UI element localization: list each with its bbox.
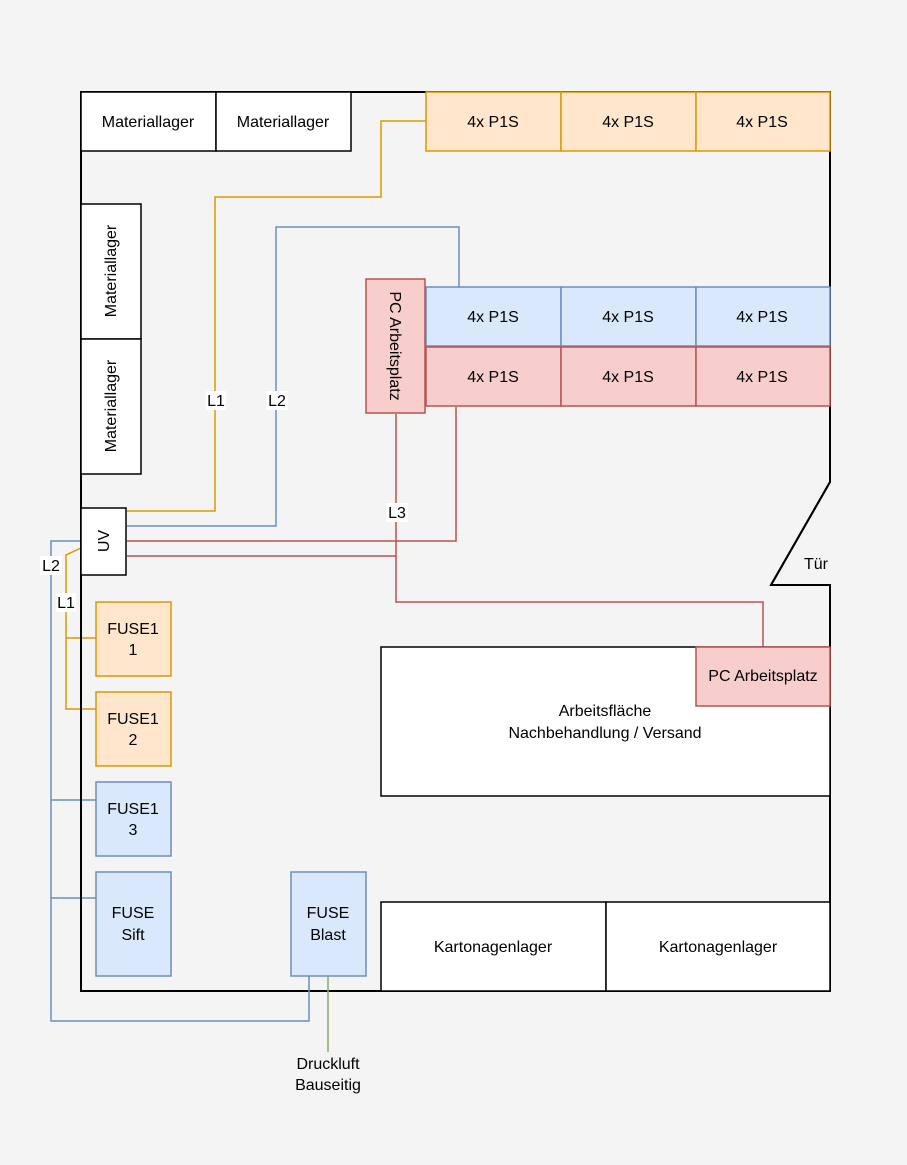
svg-text:2: 2: [129, 732, 138, 749]
fuse-blast: FUSE Blast: [290, 871, 367, 977]
svg-text:L1: L1: [207, 393, 225, 410]
svg-text:FUSE1: FUSE1: [107, 801, 159, 818]
svg-text:Materiallager: Materiallager: [103, 359, 120, 452]
printer-group: 4x P1S: [560, 286, 697, 347]
wire-l3-printers: [127, 407, 457, 542]
carton-storage-2: Kartonagenlager: [605, 901, 831, 992]
svg-text:4x P1S: 4x P1S: [467, 309, 519, 326]
svg-text:FUSE: FUSE: [112, 905, 155, 922]
printer-group: 4x P1S: [695, 286, 831, 347]
wire-label-l2: L2: [266, 391, 288, 410]
printer-row-blue: 4x P1S 4x P1S 4x P1S: [425, 286, 831, 347]
carton-storage-1: Kartonagenlager: [380, 901, 607, 992]
distribution-board: UV: [80, 507, 127, 576]
svg-text:4x P1S: 4x P1S: [602, 369, 654, 386]
svg-text:Sift: Sift: [121, 927, 145, 944]
wire-label-l3: L3: [386, 503, 408, 522]
svg-text:4x P1S: 4x P1S: [736, 114, 788, 131]
svg-text:Arbeitsfläche: Arbeitsfläche: [559, 703, 652, 720]
svg-text:PC Arbeitsplatz: PC Arbeitsplatz: [386, 291, 403, 400]
svg-text:4x P1S: 4x P1S: [736, 309, 788, 326]
svg-text:Nachbehandlung / Versand: Nachbehandlung / Versand: [508, 725, 701, 742]
compressed-air-label-1: Druckluft: [296, 1056, 360, 1073]
svg-text:4x P1S: 4x P1S: [602, 309, 654, 326]
pc-workstation-horizontal: PC Arbeitsplatz: [695, 646, 831, 707]
storage-top-1: Materiallager: [80, 91, 217, 152]
wire-label-l1-side: L1: [56, 593, 76, 612]
svg-text:4x P1S: 4x P1S: [467, 369, 519, 386]
door-opening: [829, 483, 833, 584]
door-swing: [770, 481, 831, 586]
fuse-1-2: FUSE1 2: [95, 691, 172, 767]
svg-text:4x P1S: 4x P1S: [602, 114, 654, 131]
svg-text:4x P1S: 4x P1S: [736, 369, 788, 386]
svg-text:L2: L2: [268, 393, 286, 410]
printer-group: 4x P1S: [425, 286, 562, 347]
printer-group: 4x P1S: [560, 346, 697, 407]
svg-text:UV: UV: [96, 530, 113, 553]
svg-text:PC Arbeitsplatz: PC Arbeitsplatz: [708, 668, 817, 685]
printer-group: 4x P1S: [425, 346, 562, 407]
svg-text:Blast: Blast: [310, 927, 346, 944]
wire-l1-printers: [127, 120, 426, 512]
printer-group: 4x P1S: [560, 91, 697, 152]
printer-group: 4x P1S: [425, 91, 562, 152]
svg-text:Materiallager: Materiallager: [237, 114, 330, 131]
pc-workstation-vertical: PC Arbeitsplatz: [365, 278, 426, 414]
svg-text:L1: L1: [57, 595, 75, 612]
wire-l2-fuse: [50, 540, 310, 1022]
storage-top-2: Materiallager: [215, 91, 352, 152]
compressed-air-label-2: Bauseitig: [295, 1077, 361, 1094]
storage-left-2: Materiallager: [80, 338, 142, 475]
wire-l2-printers: [127, 226, 460, 527]
fuse-1-1: FUSE1 1: [95, 601, 172, 677]
svg-text:Materiallager: Materiallager: [102, 114, 195, 131]
svg-text:FUSE1: FUSE1: [107, 621, 159, 638]
svg-text:1: 1: [129, 642, 138, 659]
printer-group: 4x P1S: [695, 91, 831, 152]
storage-left-1: Materiallager: [80, 203, 142, 340]
door-label: Tür: [804, 556, 829, 573]
svg-text:3: 3: [129, 822, 138, 839]
svg-text:4x P1S: 4x P1S: [467, 114, 519, 131]
wire-label-l2-side: L2: [40, 556, 62, 575]
svg-text:L3: L3: [388, 505, 406, 522]
printer-row-red: 4x P1S 4x P1S 4x P1S: [425, 346, 831, 407]
svg-text:Kartonagenlager: Kartonagenlager: [434, 939, 553, 956]
printer-row-orange: 4x P1S 4x P1S 4x P1S: [425, 91, 831, 152]
svg-text:Kartonagenlager: Kartonagenlager: [659, 939, 778, 956]
svg-text:FUSE1: FUSE1: [107, 711, 159, 728]
fuse-1-3: FUSE1 3: [95, 781, 172, 857]
svg-text:Materiallager: Materiallager: [103, 224, 120, 317]
svg-text:L2: L2: [42, 558, 60, 575]
wire-label-l1: L1: [206, 391, 226, 410]
printer-group: 4x P1S: [695, 346, 831, 407]
svg-text:FUSE: FUSE: [307, 905, 350, 922]
fuse-sift: FUSE Sift: [95, 871, 172, 977]
